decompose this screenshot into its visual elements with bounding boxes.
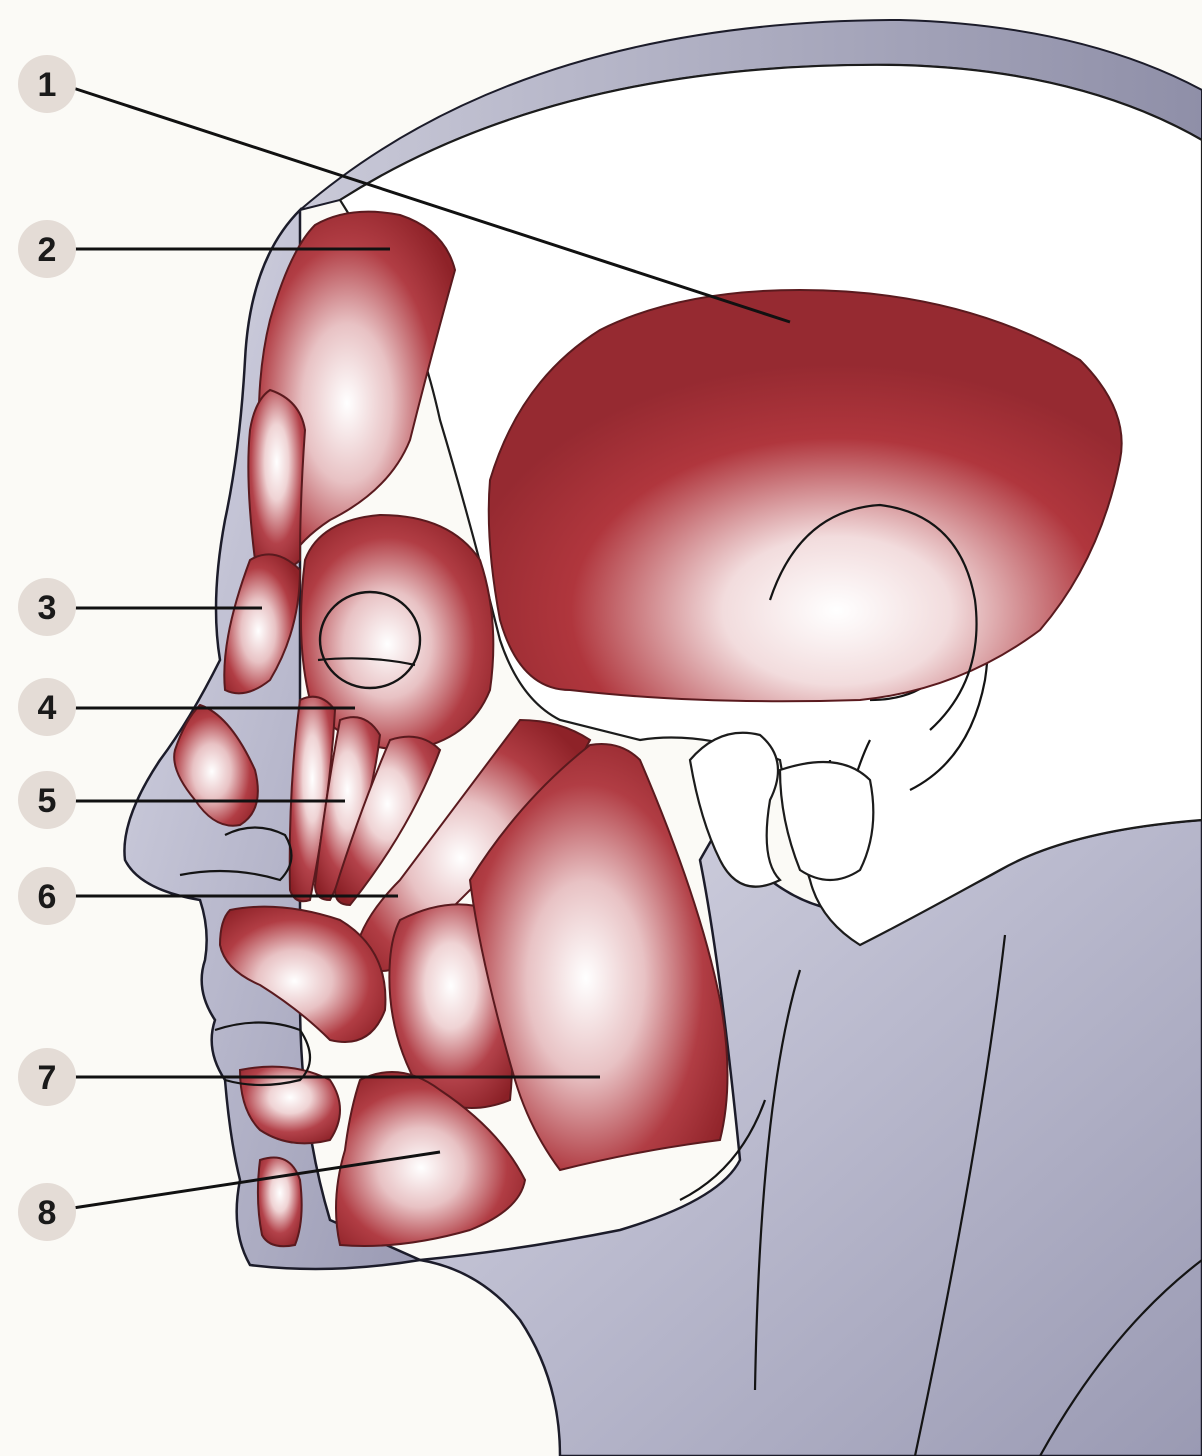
label-4: 4 [18, 678, 76, 736]
label-8: 8 [18, 1183, 76, 1241]
label-number: 7 [38, 1059, 57, 1097]
mentalis-muscle [258, 1158, 302, 1247]
label-number: 6 [38, 878, 57, 916]
label-7: 7 [18, 1048, 76, 1106]
nasalis-upper [248, 390, 305, 570]
label-1: 1 [18, 55, 76, 113]
label-number: 8 [38, 1194, 57, 1232]
label-2: 2 [18, 220, 76, 278]
label-number: 3 [38, 589, 57, 627]
label-number: 4 [38, 689, 57, 727]
label-number: 5 [38, 782, 57, 820]
label-6: 6 [18, 867, 76, 925]
temporalis-muscle [489, 290, 1122, 701]
label-number: 2 [38, 231, 57, 269]
label-5: 5 [18, 771, 76, 829]
label-3: 3 [18, 578, 76, 636]
label-number: 1 [38, 66, 57, 104]
